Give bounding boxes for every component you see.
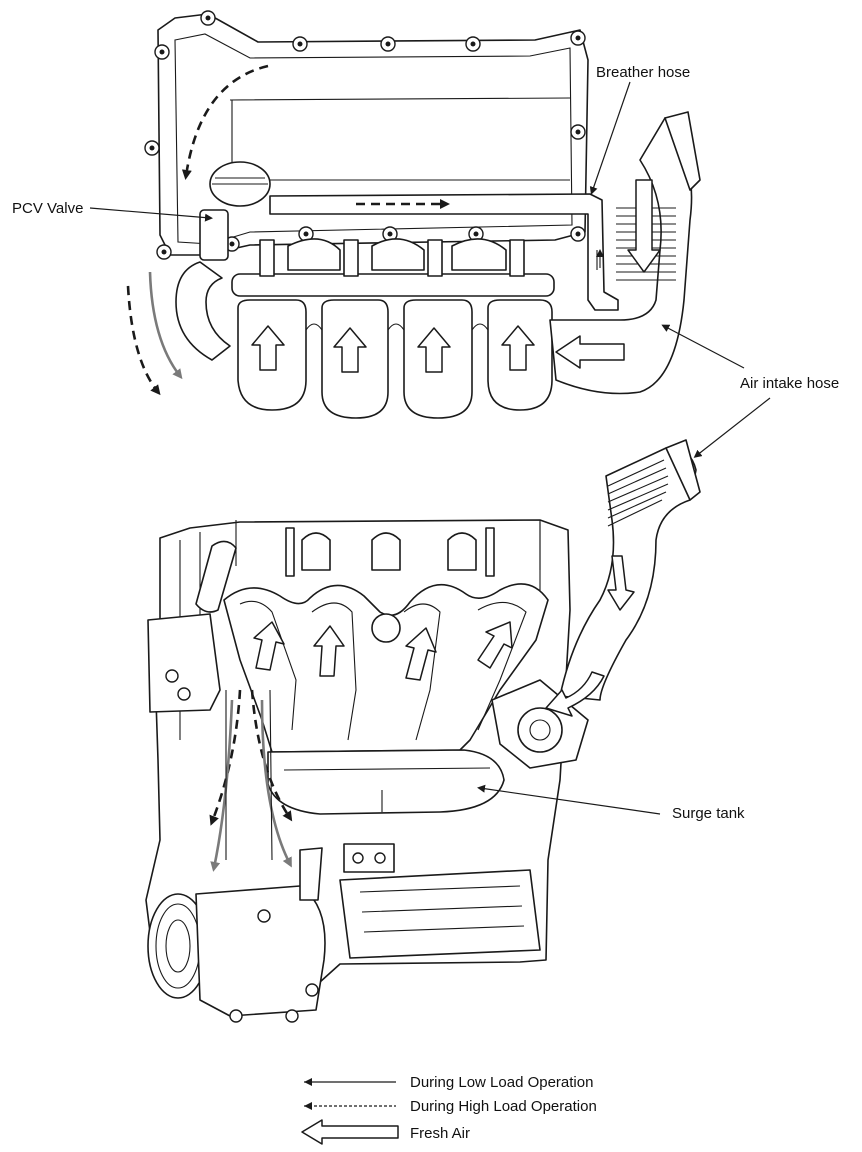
engine-front-view xyxy=(145,439,701,1023)
low-load-flow-front-right xyxy=(260,699,292,868)
engine-top-view xyxy=(126,10,701,419)
label-air-intake-hose: Air intake hose xyxy=(740,375,839,392)
intake-manifold xyxy=(223,583,549,753)
fresh-air-arrows-front xyxy=(253,555,635,717)
legend-fresh-air: Fresh Air xyxy=(301,1119,470,1145)
pcv-valve xyxy=(199,209,229,261)
injectors xyxy=(259,238,525,277)
label-breather-hose: Breather hose xyxy=(596,64,690,81)
low-load-flow-top xyxy=(148,271,183,380)
injectors-front xyxy=(285,527,495,577)
air-intake-hose-front xyxy=(559,447,697,701)
high-load-flow-cover xyxy=(181,64,269,180)
legend: During Low Load Operation During High Lo… xyxy=(301,1074,597,1145)
high-load-flow-out xyxy=(126,285,161,396)
high-load-flow-front-left xyxy=(209,689,242,826)
intake-runners-top xyxy=(237,299,553,419)
high-load-flow-front-right xyxy=(250,689,293,822)
legend-low-load-text: During Low Load Operation xyxy=(410,1074,593,1091)
label-pcv-valve: PCV Valve xyxy=(12,200,83,217)
fresh-air-arrows-top xyxy=(251,179,661,373)
hose-corrugations-front xyxy=(607,459,669,527)
surge-tank xyxy=(267,749,505,815)
callouts: PCV Valve Breather hose Air intake hose … xyxy=(12,64,839,822)
fuel-rail xyxy=(231,273,555,297)
cover-bolts xyxy=(144,10,586,260)
legend-fresh-air-text: Fresh Air xyxy=(410,1125,470,1142)
legend-low-load: During Low Load Operation xyxy=(304,1074,593,1091)
legend-high-load-text: During High Load Operation xyxy=(410,1098,597,1115)
ac-compressor xyxy=(195,885,326,1017)
label-surge-tank: Surge tank xyxy=(672,805,745,822)
breather-hose xyxy=(269,193,619,311)
legend-high-load: During High Load Operation xyxy=(304,1098,597,1115)
